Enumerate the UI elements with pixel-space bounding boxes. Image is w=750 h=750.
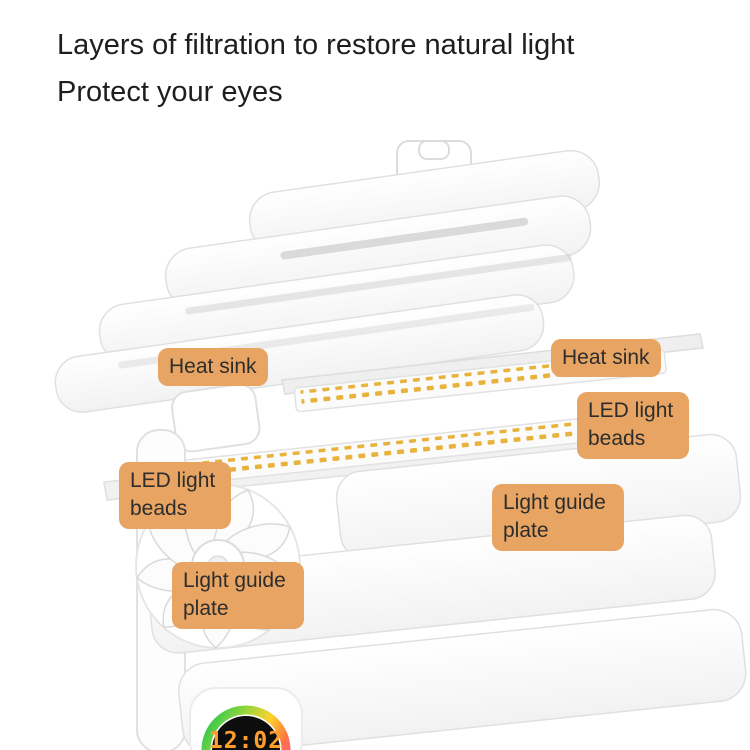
label-heat-sink-right: Heat sink — [551, 339, 661, 378]
headline: Layers of filtration to restore natural … — [57, 22, 574, 116]
label-led-beads-right: LED light beads — [577, 392, 689, 459]
hinge-bracket — [171, 383, 261, 453]
label-light-guide-left: Light guide plate — [172, 562, 304, 629]
headline-line-1: Layers of filtration to restore natural … — [57, 29, 575, 61]
headline-line-2: Protect your eyes — [57, 76, 283, 108]
label-heat-sink-left: Heat sink — [158, 348, 268, 387]
light-guide-plate-bottom — [178, 608, 747, 750]
clock-display — [212, 716, 280, 750]
label-light-guide-right: Light guide plate — [492, 484, 624, 551]
clock: 12:02 — [189, 687, 303, 750]
clock-time: 12:02 — [209, 728, 283, 750]
label-led-beads-left: LED light beads — [119, 462, 231, 529]
rgb-ring — [201, 705, 291, 750]
